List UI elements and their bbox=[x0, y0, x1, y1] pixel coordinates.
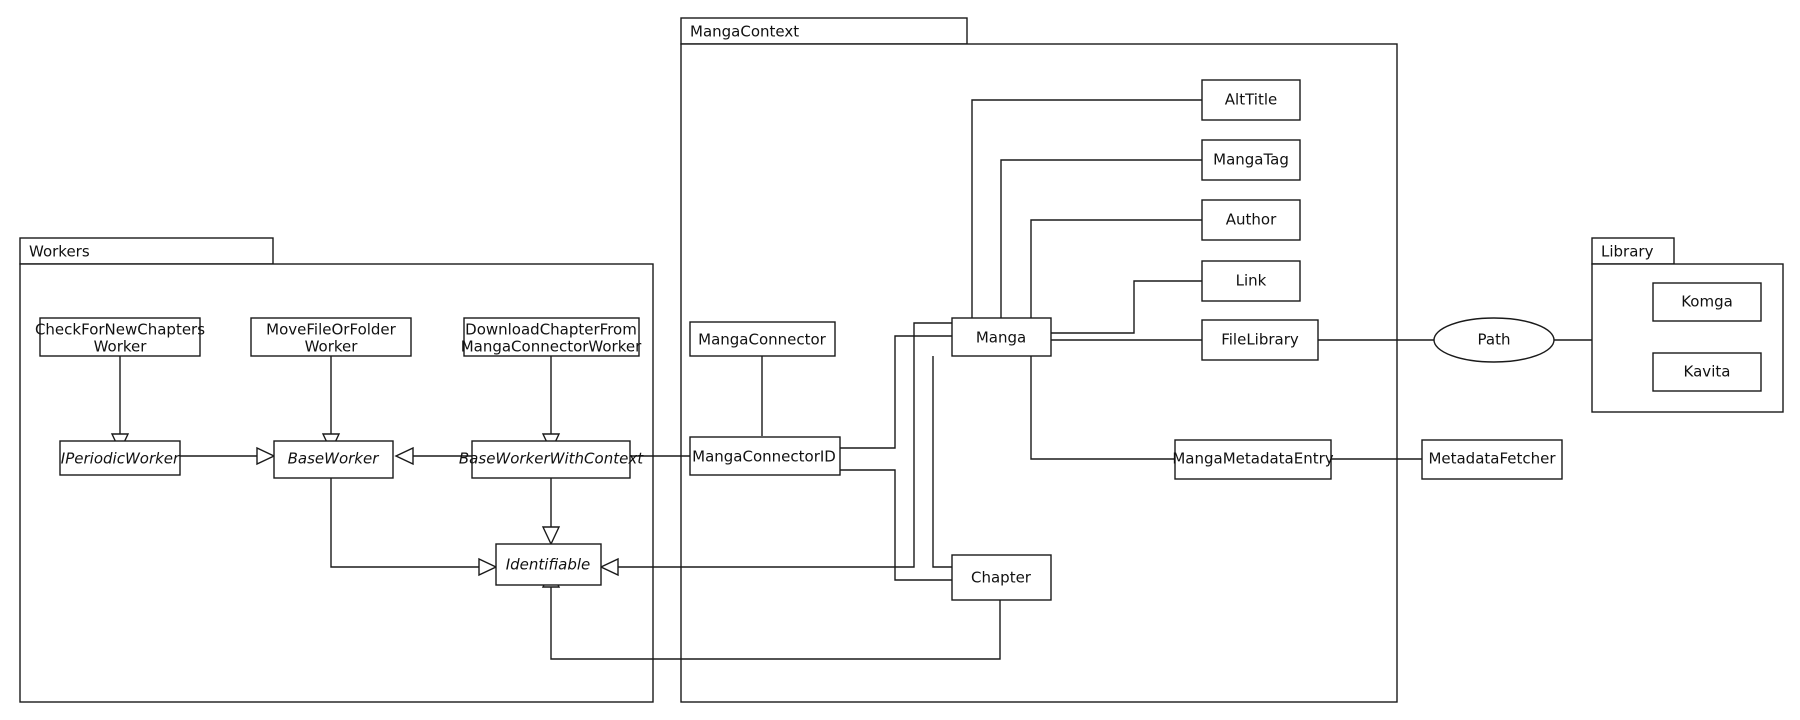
class-checkfornewchaptersworker-line1: CheckForNewChapters bbox=[35, 321, 205, 339]
class-manga[interactable]: Manga bbox=[951, 317, 1052, 357]
class-identifiable-label: Identifiable bbox=[506, 556, 591, 574]
class-movefileorfolderworker[interactable]: MoveFileOrFolder Worker bbox=[250, 317, 412, 357]
edge-manga-to-identifiable bbox=[616, 322, 952, 568]
edge-layer bbox=[110, 99, 1592, 660]
arrowhead-identifiable-right bbox=[599, 557, 619, 577]
edge-mangaconnectorid-to-manga bbox=[840, 335, 953, 449]
class-filelibrary-box[interactable] bbox=[1201, 319, 1319, 361]
class-baseworkerwithcontext-label: BaseWorkerWithContext bbox=[459, 450, 644, 468]
class-iperiodicworker-label: IPeriodicWorker bbox=[61, 450, 180, 468]
class-mangaconnector-box[interactable] bbox=[689, 321, 836, 357]
class-kavita[interactable]: Kavita bbox=[1652, 352, 1762, 392]
class-baseworker[interactable]: BaseWorker bbox=[273, 440, 394, 479]
class-downloadchapterfrommangaconnectorworker-line1: DownloadChapterFrom bbox=[465, 321, 637, 339]
class-baseworkerwithcontext[interactable]: BaseWorkerWithContext bbox=[459, 440, 644, 479]
class-chapter-box[interactable] bbox=[951, 554, 1052, 601]
class-mangatag[interactable]: MangaTag bbox=[1201, 139, 1301, 181]
class-manga-label: Manga bbox=[976, 329, 1026, 347]
edge-manga-to-alttitle bbox=[971, 99, 1202, 336]
edge-manga-to-mangatag bbox=[1000, 159, 1202, 336]
class-downloadchapterfrommangaconnectorworker-line2: MangaConnectorWorker bbox=[461, 338, 642, 356]
arrowhead-identifiable-top bbox=[541, 526, 561, 546]
arrowhead-identifiable-left bbox=[478, 557, 498, 577]
edge-baseworker-to-identifiable bbox=[330, 478, 481, 568]
edge-manga-to-mangametadataentry bbox=[1030, 356, 1175, 460]
class-movefileorfolderworker-line1: MoveFileOrFolder bbox=[266, 321, 396, 339]
class-filelibrary[interactable]: FileLibrary bbox=[1201, 319, 1319, 361]
class-kavita-label: Kavita bbox=[1684, 363, 1731, 381]
class-baseworkerwithcontext-box[interactable] bbox=[471, 440, 631, 479]
node-path-label: Path bbox=[1478, 331, 1511, 349]
edge-mangaconnectorid-to-chapter bbox=[840, 469, 953, 581]
class-mangatag-label: MangaTag bbox=[1213, 151, 1289, 169]
class-baseworker-label: BaseWorker bbox=[288, 450, 380, 468]
class-link-label: Link bbox=[1236, 272, 1267, 290]
class-baseworker-box[interactable] bbox=[273, 440, 394, 479]
package-workers-label: Workers bbox=[29, 243, 90, 261]
package-mangacontext-tab bbox=[680, 17, 968, 45]
class-link-box[interactable] bbox=[1201, 260, 1301, 302]
class-alttitle[interactable]: AltTitle bbox=[1201, 79, 1301, 121]
class-iperiodicworker-box[interactable] bbox=[59, 440, 181, 476]
class-mangaconnector[interactable]: MangaConnector bbox=[689, 321, 836, 357]
class-author[interactable]: Author bbox=[1201, 199, 1301, 241]
arrowhead-baseworker-left bbox=[256, 446, 276, 466]
edge-manga-to-author bbox=[1030, 219, 1202, 336]
class-mangametadataentry[interactable]: MangaMetadataEntry bbox=[1172, 439, 1334, 480]
class-komga-box[interactable] bbox=[1652, 282, 1762, 322]
class-alttitle-box[interactable] bbox=[1201, 79, 1301, 121]
class-mangaconnector-label: MangaConnector bbox=[698, 331, 827, 349]
class-iperiodicworker[interactable]: IPeriodicWorker bbox=[59, 440, 181, 476]
class-filelibrary-label: FileLibrary bbox=[1221, 331, 1299, 349]
class-komga-label: Komga bbox=[1681, 293, 1733, 311]
class-identifiable-box[interactable] bbox=[495, 543, 602, 586]
class-komga[interactable]: Komga bbox=[1652, 282, 1762, 322]
class-link[interactable]: Link bbox=[1201, 260, 1301, 302]
package-mangacontext-label: MangaContext bbox=[690, 23, 799, 41]
class-metadatafetcher-box[interactable] bbox=[1421, 439, 1563, 480]
class-movefileorfolderworker-line2: Worker bbox=[305, 338, 359, 356]
class-author-label: Author bbox=[1226, 211, 1277, 229]
class-alttitle-label: AltTitle bbox=[1225, 91, 1277, 109]
class-mangametadataentry-label: MangaMetadataEntry bbox=[1172, 450, 1333, 468]
class-checkfornewchaptersworker-box[interactable] bbox=[39, 317, 201, 357]
class-mangametadataentry-box[interactable] bbox=[1174, 439, 1332, 480]
class-chapter[interactable]: Chapter bbox=[951, 554, 1052, 601]
class-checkfornewchaptersworker[interactable]: CheckForNewChapters Worker bbox=[35, 317, 205, 357]
node-path[interactable]: Path bbox=[1433, 317, 1555, 363]
class-downloadchapterfrommangaconnectorworker-box[interactable] bbox=[463, 317, 640, 357]
class-downloadchapterfrommangaconnectorworker[interactable]: DownloadChapterFrom MangaConnectorWorker bbox=[461, 317, 642, 357]
class-identifiable[interactable]: Identifiable bbox=[495, 543, 602, 586]
package-library-label: Library bbox=[1601, 243, 1654, 261]
class-metadatafetcher[interactable]: MetadataFetcher bbox=[1421, 439, 1563, 480]
class-movefileorfolderworker-box[interactable] bbox=[250, 317, 412, 357]
class-mangaconnectorid-box[interactable] bbox=[689, 436, 841, 476]
class-chapter-label: Chapter bbox=[971, 569, 1032, 587]
node-path-ellipse[interactable] bbox=[1433, 317, 1555, 363]
class-mangaconnectorid[interactable]: MangaConnectorID bbox=[689, 436, 841, 476]
class-manga-box[interactable] bbox=[951, 317, 1052, 357]
arrowhead-baseworker-right bbox=[394, 446, 414, 466]
class-checkfornewchaptersworker-line2: Worker bbox=[94, 338, 148, 356]
package-workers-tab bbox=[19, 237, 274, 265]
class-mangaconnectorid-label: MangaConnectorID bbox=[692, 448, 836, 466]
class-author-box[interactable] bbox=[1201, 199, 1301, 241]
class-kavita-box[interactable] bbox=[1652, 352, 1762, 392]
class-mangatag-box[interactable] bbox=[1201, 139, 1301, 181]
edge-manga-to-link bbox=[1001, 280, 1202, 334]
class-metadatafetcher-label: MetadataFetcher bbox=[1428, 450, 1556, 468]
edge-chapter-to-identifiable-bottom bbox=[550, 585, 1001, 660]
